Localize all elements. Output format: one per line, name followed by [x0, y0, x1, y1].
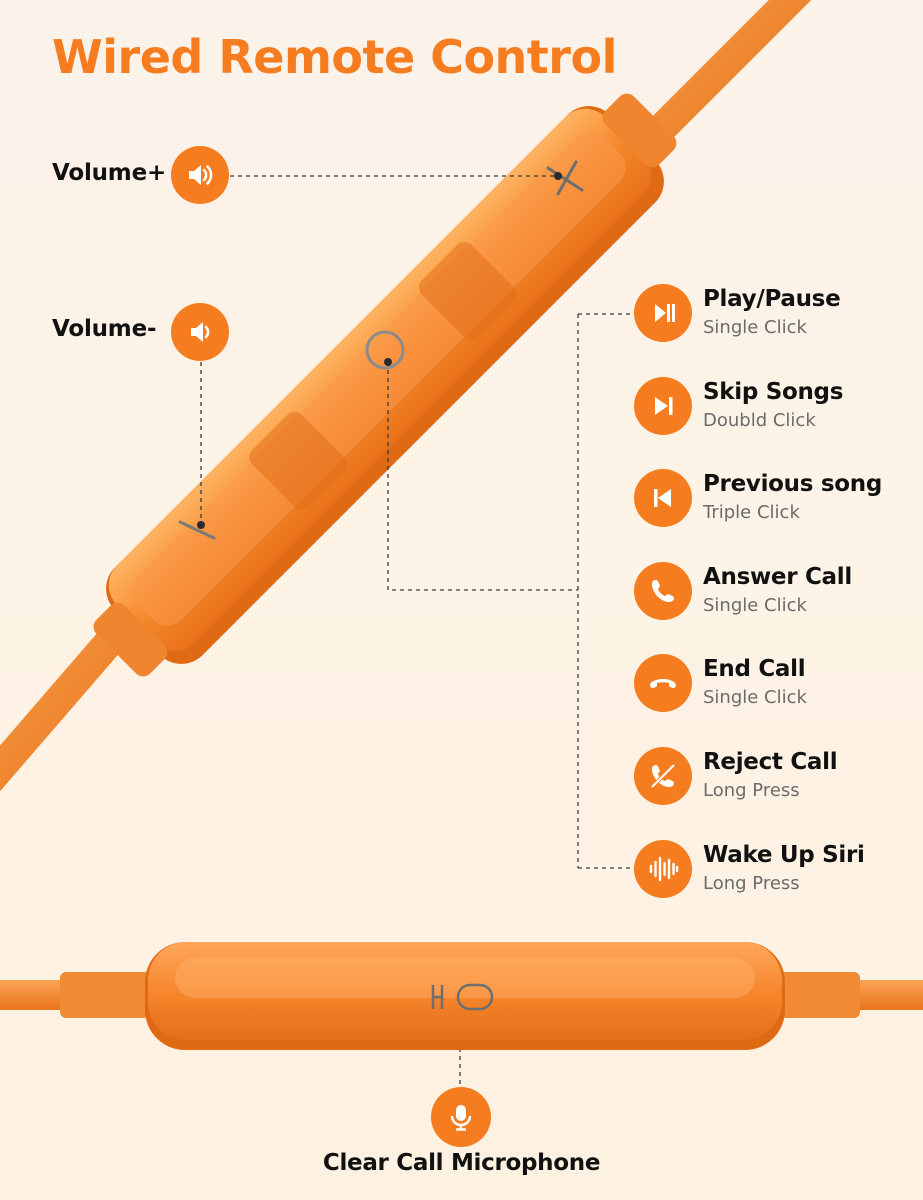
- volume-plus-label: Volume+: [52, 160, 167, 186]
- microphone-icon: [431, 1087, 491, 1147]
- function-name: Answer Call: [703, 563, 852, 590]
- function-action: Doubld Click: [703, 409, 816, 431]
- phone-icon: [634, 561, 692, 620]
- hd-mic-logo: [431, 983, 494, 1011]
- remote-plus-mark: [546, 160, 584, 196]
- play-pause-icon: [634, 284, 692, 342]
- speaker-quiet-icon: [171, 303, 229, 361]
- function-name: Skip Songs: [703, 378, 844, 405]
- function-previous-song: Previous song Triple Click: [634, 469, 923, 562]
- function-wake-up-siri: Wake Up Siri Long Press: [634, 839, 923, 933]
- function-name: Play/Pause: [703, 286, 841, 312]
- function-list: Play/Pause Single Click Skip Songs Doubl…: [634, 284, 923, 932]
- function-name: Reject Call: [703, 748, 838, 775]
- function-answer-call: Answer Call Single Click: [634, 561, 923, 655]
- skip-previous-icon: [634, 469, 692, 528]
- function-name: End Call: [703, 656, 806, 683]
- remote-minus-mark: [178, 520, 216, 540]
- function-play-pause: Play/Pause Single Click: [634, 284, 923, 377]
- page-title: Wired Remote Control: [52, 30, 617, 84]
- function-action: Triple Click: [703, 502, 800, 524]
- function-end-call: End Call Single Click: [634, 654, 923, 747]
- function-action: Long Press: [703, 779, 800, 801]
- microphone-label: Clear Call Microphone: [322, 1150, 601, 1176]
- function-action: Single Click: [703, 317, 807, 338]
- skip-next-icon: [634, 376, 692, 435]
- function-name: Previous song: [703, 471, 882, 498]
- speaker-loud-icon: [171, 146, 229, 204]
- remote-center-button-mark: [365, 330, 405, 370]
- phone-reject-icon: [634, 746, 692, 805]
- function-action: Single Click: [703, 687, 807, 709]
- remote-body: [93, 93, 677, 677]
- function-action: Long Press: [703, 872, 800, 894]
- function-skip-songs: Skip Songs Doubld Click: [634, 376, 923, 470]
- voice-wave-icon: [634, 839, 692, 898]
- function-reject-call: Reject Call Long Press: [634, 746, 923, 840]
- function-action: Single Click: [703, 594, 807, 616]
- function-name: Wake Up Siri: [703, 841, 865, 868]
- microphone-unit: [0, 942, 923, 1050]
- volume-minus-label: Volume-: [52, 316, 157, 342]
- phone-hangup-icon: [634, 654, 692, 713]
